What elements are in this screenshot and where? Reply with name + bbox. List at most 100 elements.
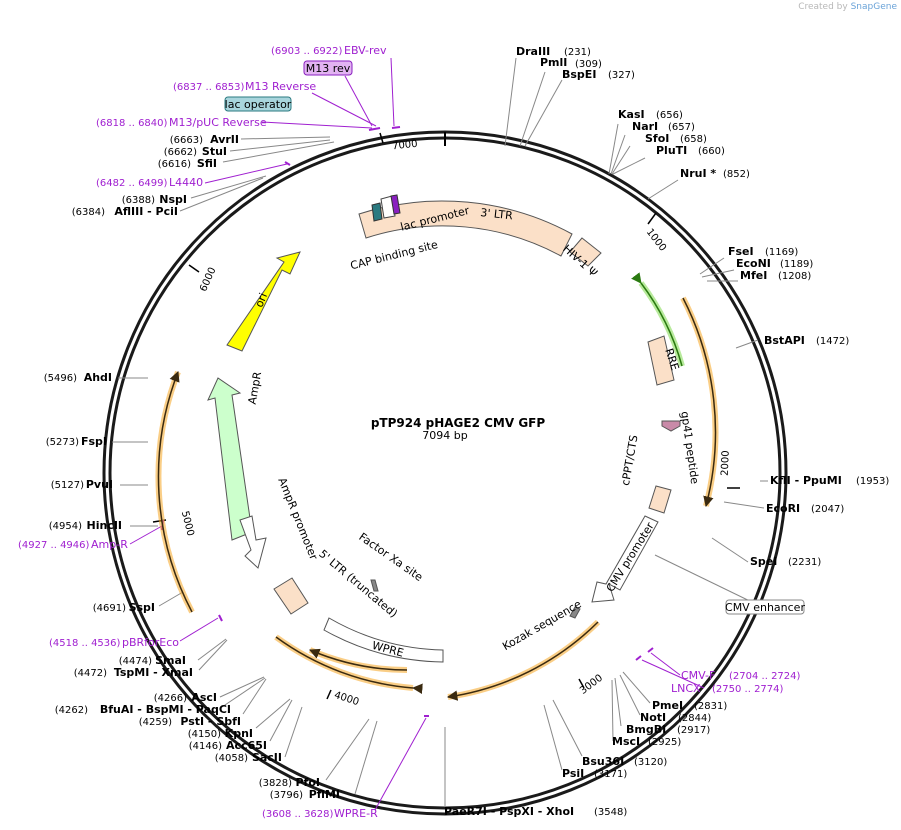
enzyme-bmgbi: BmgBI xyxy=(626,723,666,736)
cmv-promoter-label: CMV promoter xyxy=(604,520,657,594)
m13-rev-box xyxy=(303,60,353,76)
plasmid-name: pTP924 pHAGE2 CMV GFP xyxy=(371,416,546,430)
tick-1000: 1000 xyxy=(644,227,668,254)
cmv-enhancer-box xyxy=(725,599,805,615)
primer-ebv-rev-pos: (6903 .. 6922) xyxy=(271,46,343,57)
enzyme-nrui: NruI * xyxy=(680,167,716,180)
enzyme-pluti: PluTI xyxy=(656,144,687,157)
enzyme-tspmi-xmai: TspMI - XmaI xyxy=(114,666,193,679)
enzyme-tspmi-xmai-pos: (4472) xyxy=(74,668,107,679)
ltr3-label: 3' LTR xyxy=(480,206,514,222)
factor-xa-label: Factor Xa site xyxy=(356,530,425,584)
cap-binding-marker xyxy=(371,202,383,222)
enzyme-kfli-ppumi: KflI - PpuMI xyxy=(770,474,842,487)
enzyme-nari: NarI xyxy=(632,120,658,133)
primer-l4440: L4440 xyxy=(169,176,203,189)
enzyme-bspei: BspEI xyxy=(562,68,596,81)
ltr5-feature xyxy=(273,577,309,615)
rre-feature xyxy=(647,335,675,386)
enzyme-sfoi: SfoI xyxy=(645,132,669,145)
enzyme-spei-pos: (2231) xyxy=(788,557,821,568)
tick-5000: 5000 xyxy=(179,510,196,537)
primer-amp-r-pos: (4927 .. 4946) xyxy=(18,540,90,551)
enzyme-draiii-pos: (231) xyxy=(564,47,591,58)
primer-pbrforeco: pBRforEco xyxy=(122,636,179,649)
primer-wpre-r: WPRE-R xyxy=(334,807,378,820)
enzyme-kfli-ppumi-pos: (1953) xyxy=(856,476,889,487)
enzyme-stui-pos: (6662) xyxy=(164,147,197,158)
enzyme-psii-pos: (3171) xyxy=(594,769,627,780)
tick-6000: 6000 xyxy=(198,266,218,294)
enzyme-fsei: FseI xyxy=(728,245,754,258)
primer-labels: (6903 .. 6922) EBV-rev (6837 .. 6853) M1… xyxy=(18,44,801,820)
ampr-promoter-arrow xyxy=(239,515,267,569)
tick-3000: 3000 xyxy=(578,673,605,697)
cmv-enhancer-label: CMV enhancer xyxy=(725,601,805,614)
primer-ebv-rev: EBV-rev xyxy=(344,44,387,57)
wpre-label: WPRE xyxy=(371,639,405,660)
enzyme-kpni: KpnI xyxy=(225,727,253,740)
cmv-promoter-arrow xyxy=(591,515,659,603)
enzyme-ahdi: AhdI xyxy=(84,371,112,384)
enzyme-pfoi-pos: (3828) xyxy=(259,778,292,789)
enzyme-labels-left: PflMI (3796) PfoI (3828) SacII (4058) Ac… xyxy=(44,133,340,801)
enzyme-psti-sbfi: PstI - SbfI xyxy=(180,715,241,728)
primer-leaders xyxy=(129,57,705,811)
ampr-label: AmpR xyxy=(246,370,265,405)
enzyme-pmei: PmeI xyxy=(652,699,683,712)
enzyme-pmli-pos: (309) xyxy=(575,59,602,70)
snapgene-logo: SnapGene xyxy=(850,2,897,12)
enzyme-fspi-pos: (5273) xyxy=(46,437,79,448)
enzyme-ahdi-pos: (5496) xyxy=(44,373,77,384)
enzyme-nari-pos: (657) xyxy=(668,122,695,133)
enzyme-fspi: FspI xyxy=(81,435,107,448)
enzyme-hincii-pos: (4954) xyxy=(49,521,82,532)
enzyme-smai-pos: (4474) xyxy=(119,656,152,667)
enzyme-asci: AscI xyxy=(191,691,217,704)
tick-2000: 2000 xyxy=(720,450,732,476)
enzyme-noti: NotI xyxy=(640,711,666,724)
enzyme-msci-pos: (2925) xyxy=(648,737,681,748)
enzyme-sfii-pos: (6616) xyxy=(158,159,191,170)
primer-wpre-r-pos: (3608 .. 3628) xyxy=(262,809,334,820)
enzyme-bfuai-pos: (4262) xyxy=(55,705,88,716)
enzyme-leaders xyxy=(112,57,768,806)
enzyme-ecori-pos: (2047) xyxy=(811,504,844,515)
enzyme-psti-sbfi-pos: (4259) xyxy=(139,717,172,728)
enzyme-afliii-pcii-pos: (6384) xyxy=(72,207,105,218)
enzyme-noti-pos: (2844) xyxy=(678,713,711,724)
ampr-promoter-label: AmpR promoter xyxy=(275,476,320,562)
lac-operator-box xyxy=(224,96,292,112)
enzyme-acc65i-pos: (4146) xyxy=(189,741,222,752)
ampr-arrow xyxy=(207,377,253,541)
ori-label: ori xyxy=(253,291,271,309)
enzyme-mfei: MfeI xyxy=(740,269,767,282)
enzyme-kpni-pos: (4150) xyxy=(188,729,221,740)
enzyme-bstapi: BstAPI xyxy=(764,334,805,347)
ori-arrow xyxy=(226,251,301,352)
enzyme-bspei-pos: (327) xyxy=(608,70,635,81)
tick-4000: 4000 xyxy=(333,690,361,708)
enzyme-bmgbi-pos: (2917) xyxy=(677,725,710,736)
primer-lncx: LNCX xyxy=(671,682,701,695)
enzyme-bsu36i: Bsu36I xyxy=(582,755,624,768)
ltr3-feature xyxy=(358,200,573,257)
enzyme-acc65i: Acc65I xyxy=(226,739,267,752)
enzyme-bfuai: BfuAI - BspMI - PaqCI xyxy=(100,703,231,716)
lac-promoter-marker xyxy=(390,194,401,215)
enzyme-sspi-pos: (4691) xyxy=(93,603,126,614)
enzyme-fsei-pos: (1169) xyxy=(765,247,798,258)
primer-m13-puc-reverse-pos: (6818 .. 6840) xyxy=(96,118,168,129)
primer-cmv-f: CMV-F xyxy=(681,669,715,682)
enzyme-msci: MscI xyxy=(612,735,640,748)
factor-xa-marker xyxy=(370,579,379,592)
enzyme-ecori: EcoRI xyxy=(766,502,800,515)
enzyme-pmli: PmlI xyxy=(540,56,567,69)
enzyme-stui: StuI xyxy=(202,145,227,158)
enzyme-pflmi: PflMI xyxy=(309,788,340,801)
lac-operator-label: lac operator xyxy=(225,98,292,111)
enzyme-kasi: KasI xyxy=(618,108,645,121)
cppt-label: cPPT/CTS xyxy=(619,434,641,487)
enzyme-paer7i-pspxi-xhoi-pos: (3548) xyxy=(594,807,627,818)
enzyme-kasi-pos: (656) xyxy=(656,110,683,121)
